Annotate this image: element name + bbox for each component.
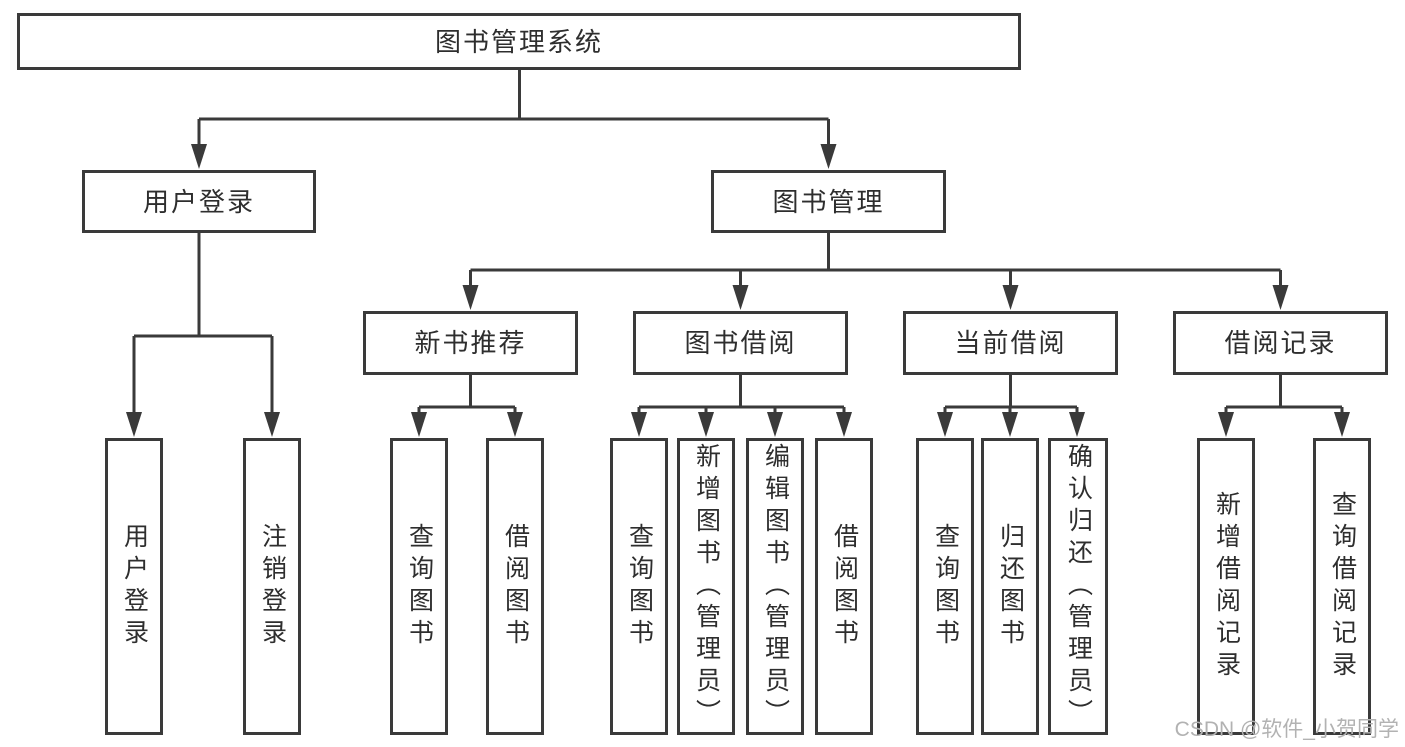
arrowhead: [191, 144, 207, 169]
node-label: 注销登录: [258, 522, 287, 651]
leaf-borrow-books: 借阅图书: [815, 438, 873, 735]
arrowhead: [698, 412, 714, 437]
arrowhead: [1334, 412, 1350, 437]
node-label: 新增借阅记录: [1212, 490, 1241, 683]
arrowhead: [462, 285, 479, 310]
node-label: 查询图书: [405, 522, 434, 651]
leaf-borrow-books-recommend: 借阅图书: [486, 438, 544, 735]
node-label: 编辑图书（管理员）: [761, 442, 790, 731]
arrowhead: [767, 412, 783, 437]
edge-new-book-recommend-to-leaves: [411, 375, 523, 437]
node-label: 查询图书: [625, 522, 654, 651]
node-label: 图书管理系统: [434, 26, 603, 57]
node-label: 借阅记录: [1224, 328, 1337, 358]
node-book-borrow: 图书借阅: [633, 311, 848, 375]
node-user-login: 用户登录: [82, 170, 316, 233]
arrowhead: [411, 412, 427, 437]
arrowhead: [126, 412, 142, 437]
leaf-query-borrow-record: 查询借阅记录: [1313, 438, 1371, 735]
edge-book-borrow-to-leaves: [631, 375, 852, 437]
node-label: 确认归还（管理员）: [1064, 442, 1093, 731]
node-library-management-system: 图书管理系统: [17, 13, 1021, 70]
arrowhead: [732, 285, 749, 310]
arrowhead: [1002, 285, 1019, 310]
node-label: 用户登录: [120, 522, 149, 651]
leaf-edit-book-admin: 编辑图书（管理员）: [746, 438, 804, 735]
arrowhead: [264, 412, 280, 437]
node-label: 新书推荐: [414, 328, 527, 358]
node-label: 当前借阅: [954, 328, 1067, 358]
leaf-add-borrow-record: 新增借阅记录: [1197, 438, 1255, 735]
arrowhead: [1272, 285, 1289, 310]
node-label: 查询借阅记录: [1328, 490, 1357, 683]
arrowhead: [937, 412, 953, 437]
edge-user-login-to-leaves: [126, 233, 280, 437]
arrowhead: [1218, 412, 1234, 437]
leaf-confirm-return-admin: 确认归还（管理员）: [1048, 438, 1108, 735]
node-label: 新增图书（管理员）: [692, 442, 721, 731]
arrowhead: [820, 144, 837, 169]
edge-root-to-level2: [191, 69, 837, 169]
node-label: 查询图书: [931, 522, 960, 651]
node-book-management: 图书管理: [711, 170, 946, 233]
edge-borrow-record-to-leaves: [1218, 375, 1350, 437]
leaf-logout: 注销登录: [243, 438, 301, 735]
arrowhead: [1002, 412, 1018, 437]
node-label: 图书借阅: [684, 328, 797, 358]
leaf-user-login: 用户登录: [105, 438, 163, 735]
arrowhead: [836, 412, 852, 437]
node-label: 借阅图书: [830, 522, 859, 651]
leaf-return-book: 归还图书: [981, 438, 1039, 735]
edge-book-management-to-level3: [462, 233, 1289, 310]
node-label: 归还图书: [996, 522, 1025, 651]
node-label: 借阅图书: [501, 522, 530, 651]
edge-current-borrow-to-leaves: [937, 375, 1085, 437]
node-new-book-recommend: 新书推荐: [363, 311, 578, 375]
watermark-text: CSDN @软件_小贺同学: [1174, 717, 1399, 741]
leaf-query-books-current: 查询图书: [916, 438, 974, 735]
node-current-borrow: 当前借阅: [903, 311, 1118, 375]
node-label: 图书管理: [772, 186, 885, 217]
arrowhead: [507, 412, 523, 437]
leaf-add-book-admin: 新增图书（管理员）: [677, 438, 735, 735]
leaf-query-books-borrow: 查询图书: [610, 438, 668, 735]
leaf-query-books-recommend: 查询图书: [390, 438, 448, 735]
node-borrow-record: 借阅记录: [1173, 311, 1388, 375]
node-label: 用户登录: [142, 186, 255, 217]
arrowhead: [631, 412, 647, 437]
arrowhead: [1069, 412, 1085, 437]
